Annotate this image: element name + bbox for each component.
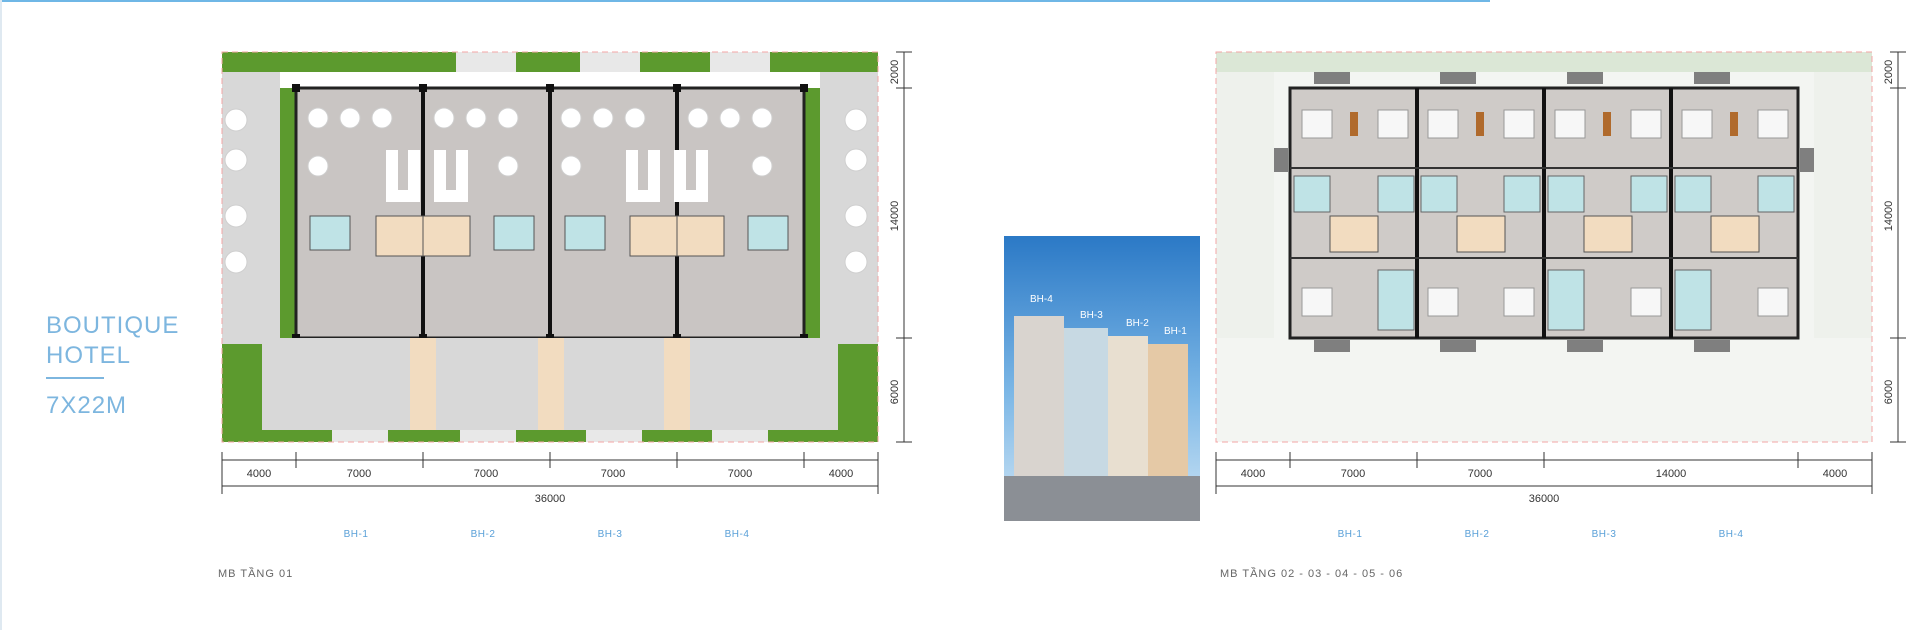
dim-top-6: 4000 [829,468,853,480]
dim-side-2: 14000 [1883,201,1895,232]
dim-top-5: 7000 [728,468,752,480]
unit-label-bh2: BH-2 [1465,529,1490,540]
dim-top-2: 7000 [347,468,371,480]
dim-side-1: 2000 [889,60,901,84]
dim-top-4: 7000 [601,468,625,480]
building-render-image: BH-4 BH-3 BH-2 BH-1 [1004,236,1200,521]
upper-floor-caption: MB TẦNG 02 - 03 - 04 - 05 - 06 [1220,568,1404,580]
ground-floor-caption: MB TẦNG 01 [218,568,294,580]
top-accent-line [0,0,1490,2]
photo-label-bh1: BH-1 [1164,326,1187,337]
unit-label-bh2: BH-2 [471,529,496,540]
photo-label-bh2: BH-2 [1126,318,1149,329]
title-divider [46,377,104,379]
ground-floor-drawing: 4000 7000 7000 7000 7000 4000 36000 2000… [221,51,912,540]
dim-side-2: 14000 [889,201,901,232]
title-size: 7X22M [46,392,128,419]
photo-label-bh4: BH-4 [1030,294,1053,305]
dim-top-5: 4000 [1823,468,1847,480]
upper-floor-plan: 4000 7000 7000 14000 4000 36000 2000 140… [1210,48,1910,548]
left-edge-strip [0,0,2,630]
unit-label-bh3: BH-3 [1592,529,1617,540]
dim-top-4: 14000 [1656,468,1687,480]
dim-total: 36000 [1529,493,1560,505]
dim-top-1: 4000 [1241,468,1265,480]
unit-label-bh4: BH-4 [725,529,750,540]
title-line-2: HOTEL [46,342,132,369]
dim-top-1: 4000 [247,468,271,480]
photo-label-bh3: BH-3 [1080,310,1103,321]
unit-label-bh4: BH-4 [1719,529,1744,540]
dim-side-1: 2000 [1883,60,1895,84]
unit-label-bh3: BH-3 [598,529,623,540]
title-line-1: BOUTIQUE [46,312,180,339]
dim-side-3: 6000 [889,380,901,404]
dim-top-2: 7000 [1341,468,1365,480]
upper-floor-drawing: 4000 7000 7000 14000 4000 36000 2000 140… [1215,51,1906,540]
unit-label-bh1: BH-1 [1338,529,1363,540]
unit-label-bh1: BH-1 [344,529,369,540]
ground-floor-plan: 4000 7000 7000 7000 7000 4000 36000 2000… [216,48,916,548]
dim-top-3: 7000 [474,468,498,480]
dim-side-3: 6000 [1883,380,1895,404]
dim-top-3: 7000 [1468,468,1492,480]
dim-total: 36000 [535,493,566,505]
